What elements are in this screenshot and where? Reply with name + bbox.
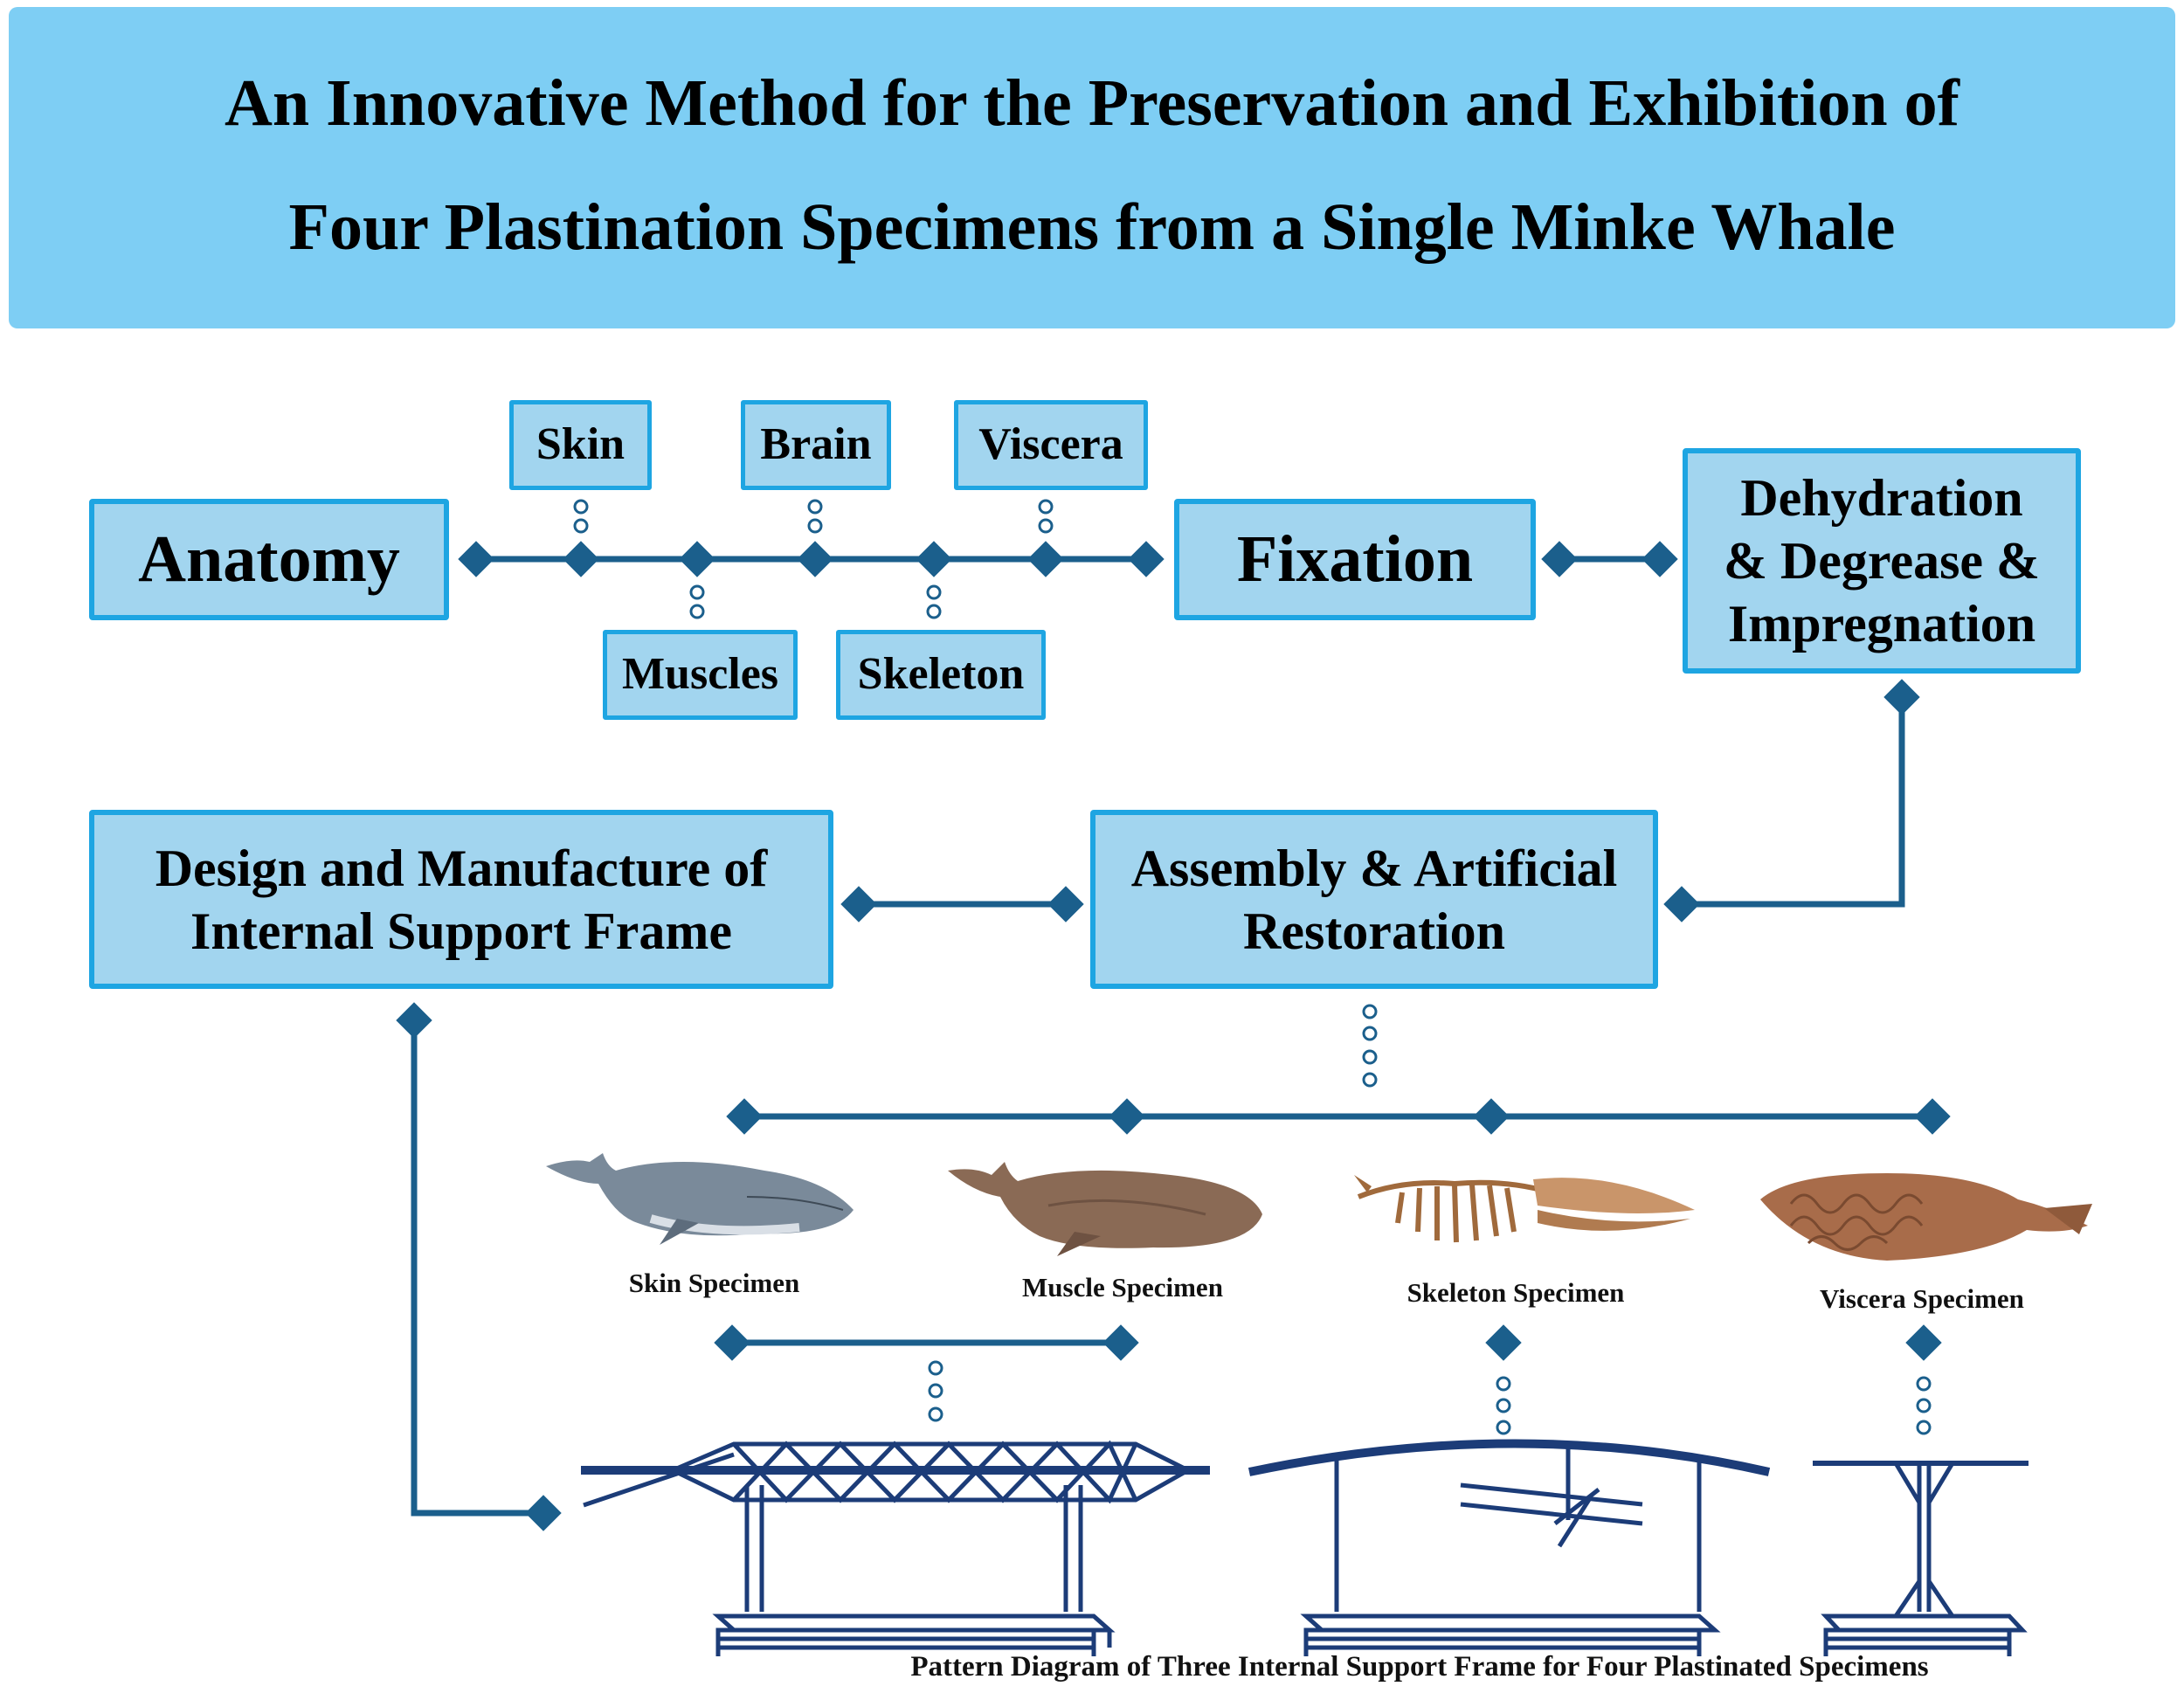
anatomy-step-box: Anatomy [89, 499, 449, 620]
brain-tissue-tag: Brain [741, 400, 891, 490]
viscera-specimen-image [1760, 1173, 2092, 1261]
skeleton-specimen-image [1354, 1175, 1695, 1243]
title-banner [9, 7, 2175, 328]
dehydration-step-box: Dehydration & Degrease & Impregnation [1683, 448, 2081, 674]
title-line-1: An Innovative Method for the Preservatio… [225, 66, 1959, 140]
skeleton-specimen-label: Skeleton Specimen [1406, 1277, 1625, 1308]
assembly-design-connector [840, 886, 1084, 923]
frame-diagram-caption: Pattern Diagram of Three Internal Suppor… [910, 1651, 1929, 1683]
assembly-specimen-dotted-link [1362, 1004, 1378, 1088]
fixation-dehydration-connector [1541, 541, 1678, 577]
dehydration-assembly-connector [1663, 679, 1920, 923]
specimen-frame-connectors [714, 1324, 1942, 1361]
assembly-step-box: Assembly & Artificial Restoration [1090, 810, 1658, 989]
design-step-box: Design and Manufacture of Internal Suppo… [89, 810, 833, 989]
skin-tissue-tag: Skin [509, 400, 652, 490]
fixation-step-box: Fixation [1174, 499, 1536, 620]
specimen-connector [726, 1098, 1951, 1135]
anatomy-fixation-connector [458, 541, 1165, 577]
skeleton-tissue-tag: Skeleton [836, 630, 1046, 720]
design-frame-connector [396, 1002, 562, 1531]
muscle-specimen-image [948, 1162, 1262, 1256]
title-line-2: Four Plastination Specimens from a Singl… [288, 190, 1896, 264]
skin-specimen-image [546, 1153, 854, 1245]
viscera-specimen-label: Viscera Specimen [1820, 1283, 2024, 1314]
t-support-frame [1813, 1461, 2028, 1656]
arch-support-frame [1248, 1439, 1771, 1656]
frame-dotted-links [928, 1360, 1932, 1435]
truss-support-frame [581, 1440, 1210, 1656]
skin-specimen-label: Skin Specimen [628, 1268, 800, 1298]
muscles-tissue-tag: Muscles [603, 630, 798, 720]
viscera-tissue-tag: Viscera [954, 400, 1148, 490]
muscle-specimen-label: Muscle Specimen [1022, 1272, 1223, 1303]
